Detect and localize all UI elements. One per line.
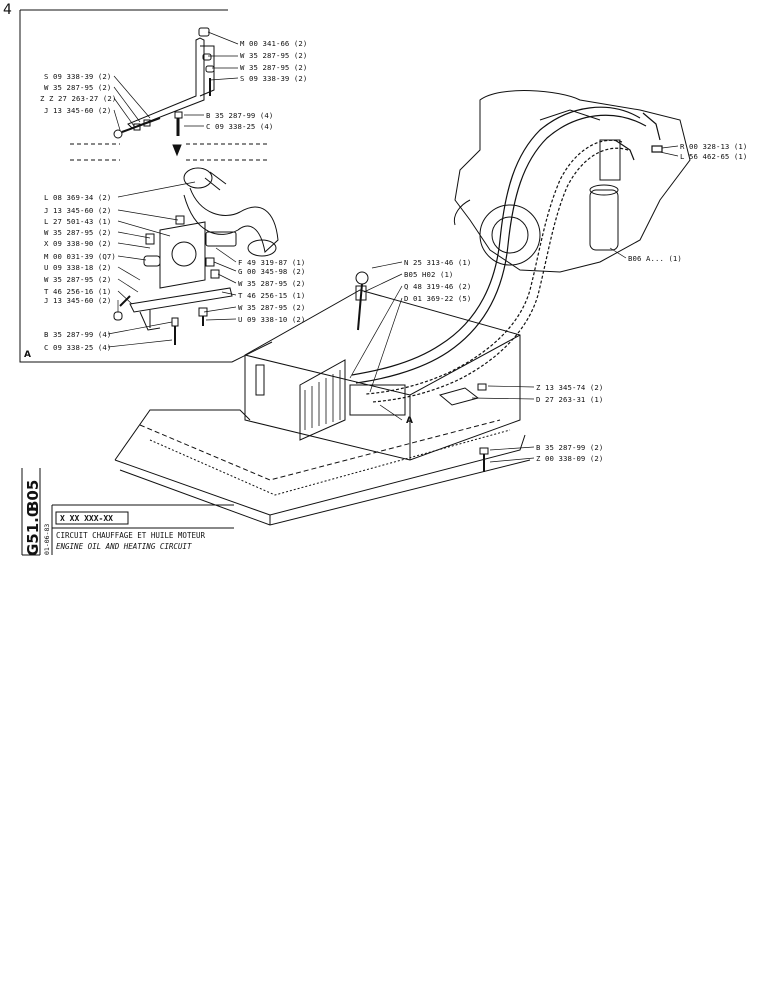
part-label: Z 13 345-74 (2): [536, 383, 604, 392]
upper-bracket-drawing: [113, 27, 215, 139]
part-label: W 35 287-95 (2): [44, 275, 112, 284]
sheet-code: G51.0: [24, 506, 42, 556]
part-label: T 46 256-15 (1): [238, 291, 306, 300]
part-label: C 09 338-25 (4): [44, 343, 112, 352]
part-label: L 56 462-65 (1): [680, 152, 748, 161]
part-label: M 00 341-66 (2): [240, 39, 308, 48]
part-label: R 00 328-13 (1): [680, 142, 748, 151]
part-label: X 09 338-90 (2): [44, 239, 112, 248]
part-label: Z Z 27 263-27 (2): [40, 94, 117, 103]
part-label: J 13 345-60 (2): [44, 206, 112, 215]
part-label: W 35 287-95 (2): [238, 303, 306, 312]
part-label: Q 48 319-46 (2): [404, 282, 472, 291]
part-label: T 46 256-16 (1): [44, 287, 112, 296]
part-label: D 01 369-22 (5): [404, 294, 472, 303]
part-label: W 35 287-95 (2): [238, 279, 306, 288]
part-label: S 09 338-39 (2): [240, 74, 308, 83]
detail-letter: A: [24, 350, 31, 360]
part-label: J 13 345-60 (2): [44, 106, 112, 115]
detail-a-frame: [19, 9, 273, 363]
part-label: B05 H02 (1): [404, 270, 454, 279]
part-label: N 25 313-46 (1): [404, 258, 472, 267]
title-french: CIRCUIT CHAUFFAGE ET HUILE MOTEUR: [56, 531, 206, 540]
part-label: D 27 263-31 (1): [536, 395, 604, 404]
part-label: C 09 338-25 (4): [206, 122, 274, 131]
page-number: 4: [3, 2, 12, 18]
part-label: J 13 345-60 (2): [44, 296, 112, 305]
reference-code: X XX XXX-XX: [60, 514, 113, 523]
engine-block-drawing: [453, 90, 691, 273]
mounting-plate-drawing: [113, 215, 237, 345]
heater-cabinet-drawing: [244, 271, 521, 461]
revision-date: 01-06-83: [43, 523, 51, 555]
title-english: ENGINE OIL AND HEATING CIRCUIT: [56, 542, 192, 551]
part-label: M 00 031-39 (Q7): [44, 252, 116, 261]
title-block-frame: [21, 468, 234, 556]
part-label: W 35 287-95 (2): [240, 51, 308, 60]
part-label: B 35 287-99 (2): [536, 443, 604, 452]
part-label: L 08 369-34 (2): [44, 193, 112, 202]
part-label: F 49 319-87 (1): [238, 258, 306, 267]
part-label: B06 A... (1): [628, 254, 682, 263]
part-label: U 09 338-10 (2): [238, 315, 306, 324]
part-label: B 35 287-99 (4): [44, 330, 112, 339]
part-label: U 09 338-18 (2): [44, 263, 112, 272]
part-label: W 35 287-95 (2): [44, 83, 112, 92]
callout-letter: A: [406, 416, 413, 426]
part-label: W 35 287-95 (2): [44, 228, 112, 237]
base-platform-drawing: [114, 409, 531, 526]
part-label: B 35 287-99 (4): [206, 111, 274, 120]
part-label: W 35 287-95 (2): [240, 63, 308, 72]
leader-lines: [107, 31, 679, 463]
part-label: L 27 501-43 (1): [44, 217, 112, 226]
part-label: Z 00 338-09 (2): [536, 454, 604, 463]
part-label: S 09 338-39 (2): [44, 72, 112, 81]
hose-elbow-drawing: [183, 167, 279, 257]
coolant-hoses: [351, 106, 663, 403]
part-label: G 00 345-98 (2): [238, 267, 306, 276]
